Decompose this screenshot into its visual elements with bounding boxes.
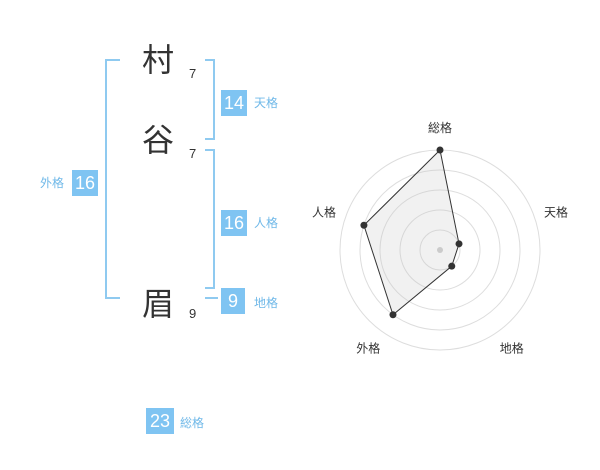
tenkaku-bracket [205, 59, 215, 140]
gaikaku-value: 16 [72, 170, 98, 196]
chikaku-label: 地格 [254, 296, 279, 310]
radar-axis-label-2: 天格 [544, 204, 568, 219]
radar-axis-label-4: 外格 [356, 341, 380, 356]
radar-point-1 [436, 146, 444, 154]
tenkaku-value: 14 [221, 90, 247, 116]
stroke-count-2: 7 [189, 146, 197, 161]
name-char-2: 谷 [142, 121, 175, 159]
stroke-count-3: 9 [189, 306, 197, 321]
radar-point-3 [448, 262, 456, 270]
jinkaku-label: 人格 [254, 216, 279, 230]
radar-ring [359, 169, 521, 331]
tenkaku-label: 天格 [254, 96, 279, 110]
radar-point-4 [389, 311, 397, 319]
jinkaku-bracket [205, 149, 215, 289]
radar-ring [379, 189, 501, 311]
radar-series-shape [363, 148, 460, 316]
jinkaku-value: 16 [221, 210, 247, 236]
radar-axis-label-1: 総格 [428, 120, 452, 135]
radar-axis-label-5: 人格 [312, 204, 336, 219]
radar-axis-label-3: 地格 [500, 341, 524, 356]
chikaku-value: 9 [221, 288, 245, 314]
outer-bracket [105, 59, 120, 299]
name-char-1: 村 [142, 41, 175, 79]
radar-point-5 [360, 221, 368, 229]
soukaku-value: 23 [146, 408, 174, 434]
radar-ring [419, 229, 461, 271]
radar-ring [399, 209, 481, 291]
stroke-count-1: 7 [189, 66, 197, 81]
radar-center [437, 247, 443, 253]
name-char-3: 眉 [142, 285, 175, 323]
radar-point-2 [455, 240, 463, 248]
soukaku-label: 総格 [180, 416, 205, 430]
gaikaku-label: 外格 [40, 176, 65, 190]
